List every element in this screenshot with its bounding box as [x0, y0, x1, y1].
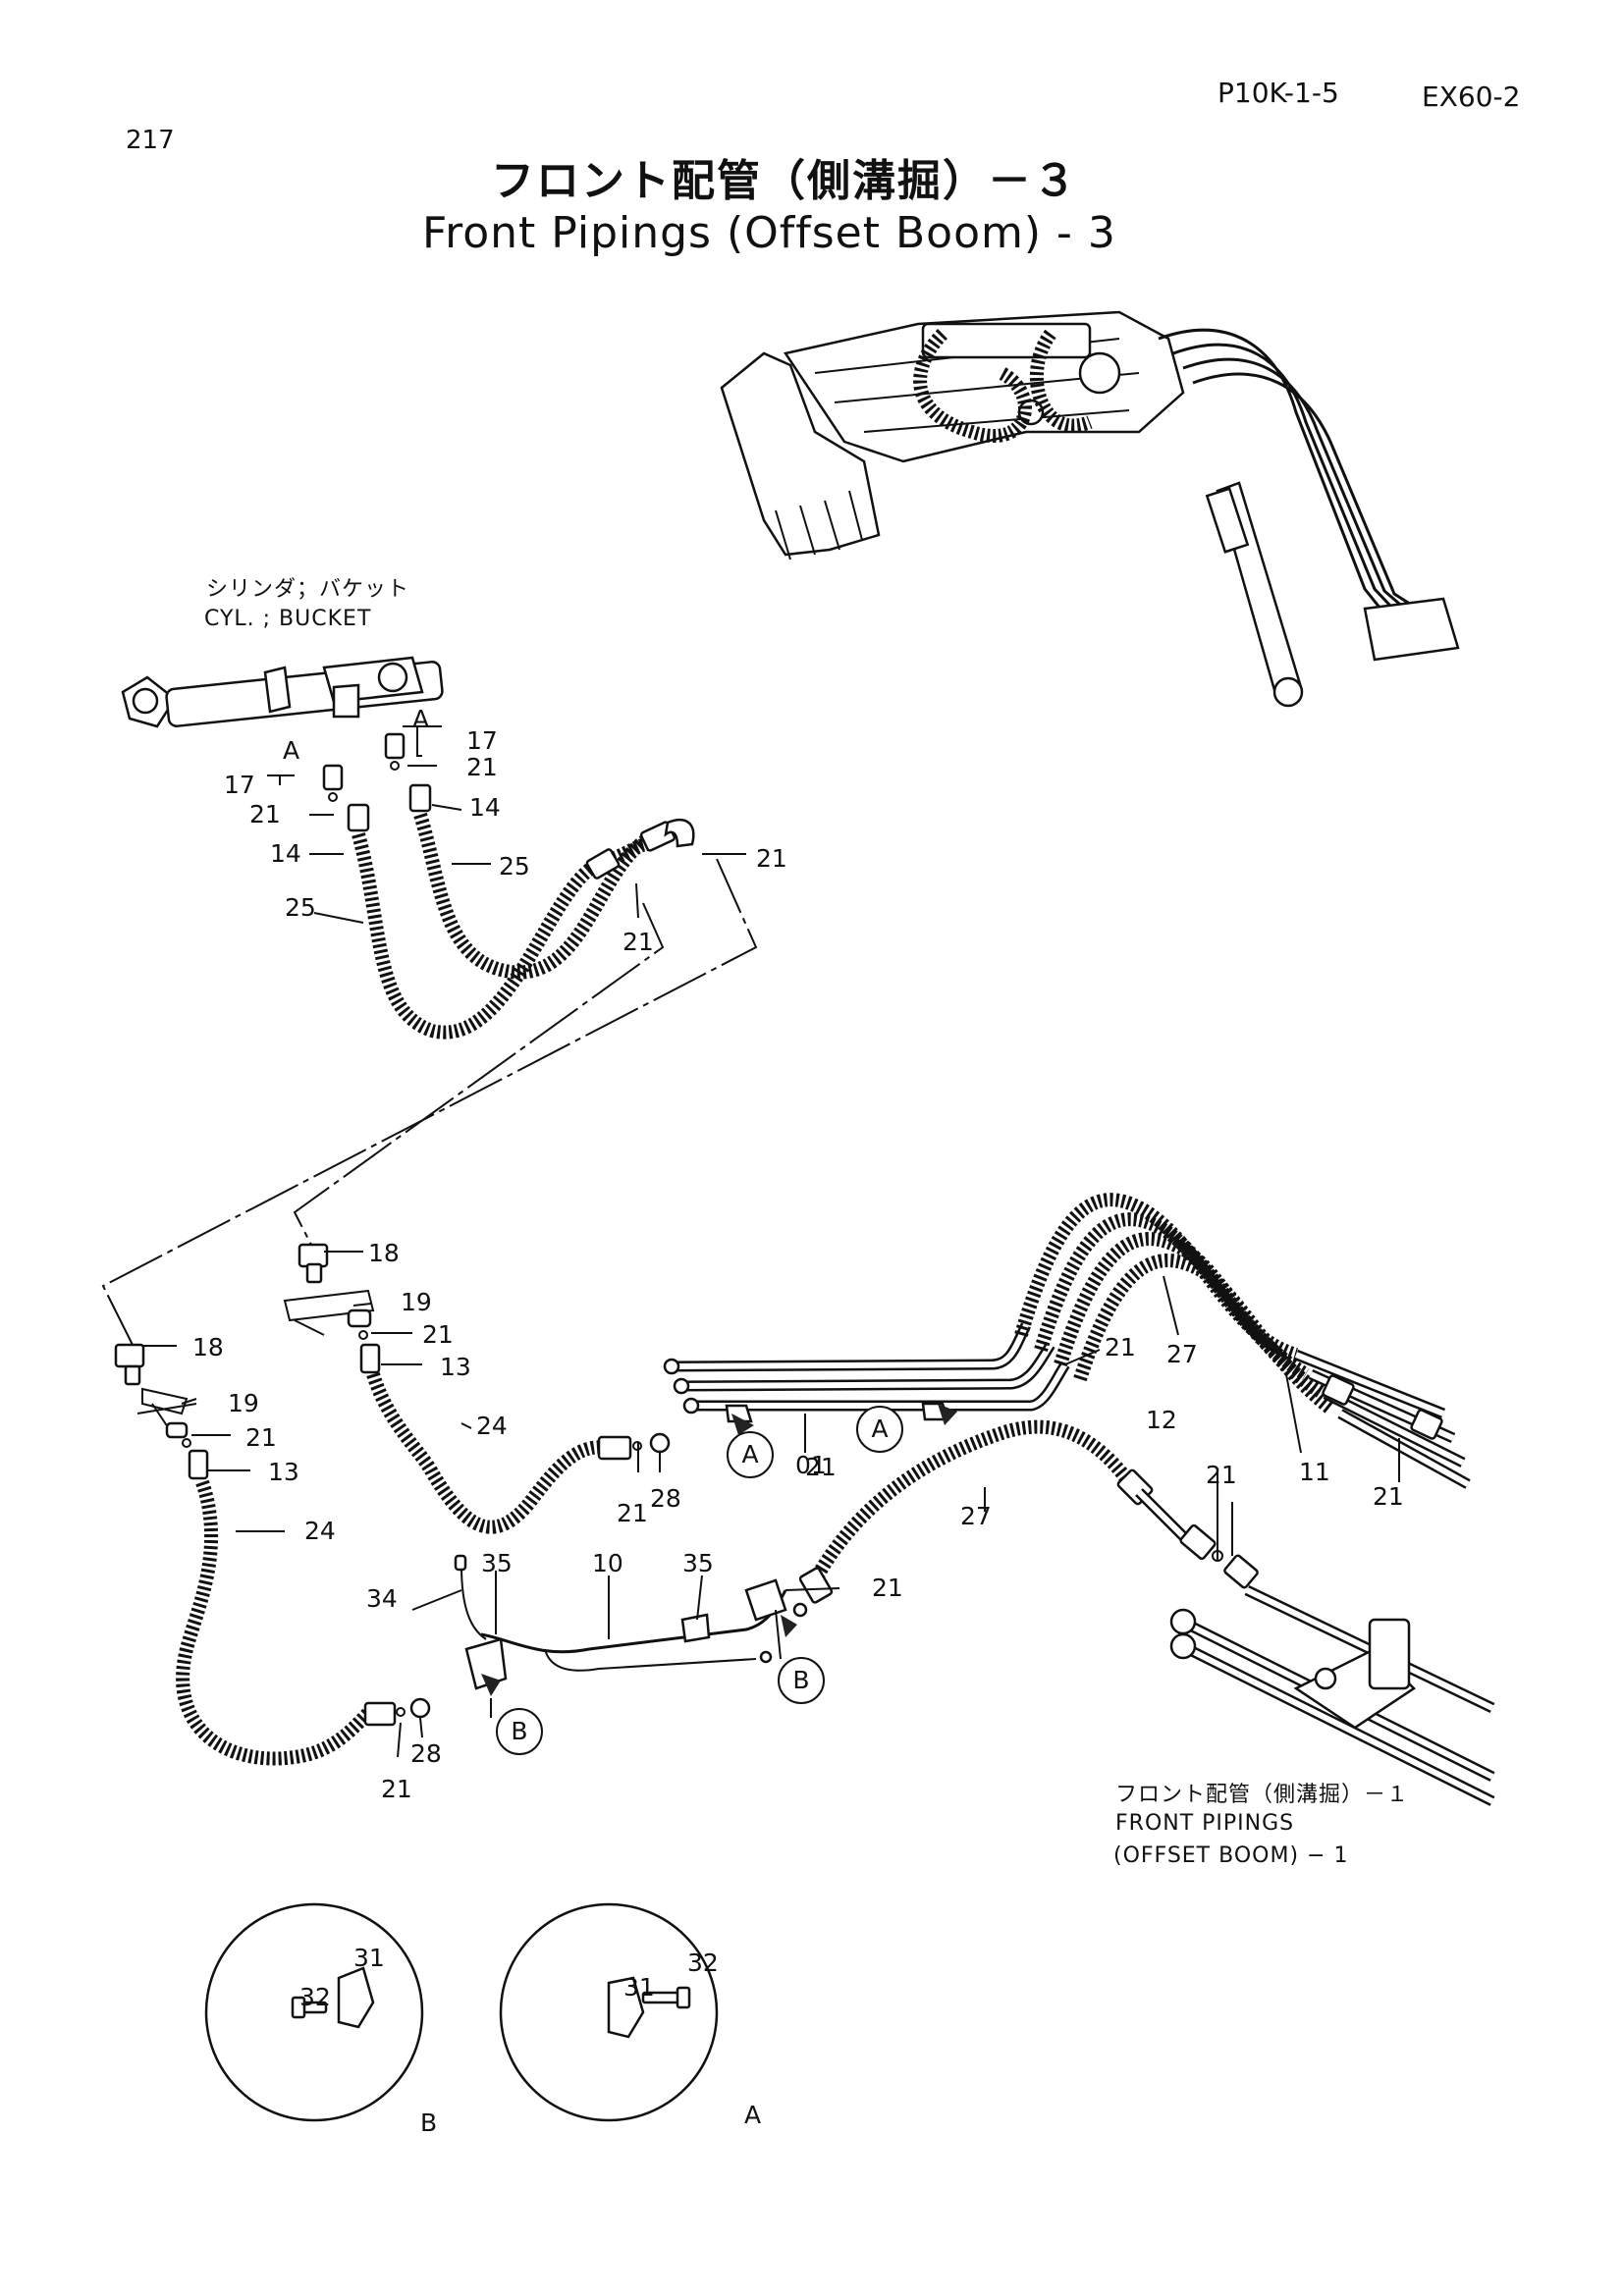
machine-model: EX60-2: [1422, 80, 1521, 113]
callout-21: 21: [1206, 1461, 1237, 1489]
section-markers: [481, 1404, 957, 1696]
callout-21: 21: [381, 1775, 412, 1803]
callout-12: 12: [1146, 1406, 1177, 1434]
document-code: P10K-1-5: [1217, 77, 1339, 109]
callout-28: 28: [650, 1484, 681, 1513]
routing-lines: [103, 859, 756, 1345]
callout-14: 14: [270, 839, 301, 868]
marker-A-left: A: [727, 1431, 774, 1478]
callout-35: 35: [682, 1549, 714, 1577]
callout-32: 32: [299, 1983, 331, 2011]
callout-21: 21: [872, 1574, 903, 1602]
detail-view-label-A: A: [744, 2101, 762, 2129]
callout-19: 19: [228, 1389, 259, 1417]
reference-caption-english-line2: (OFFSET BOOM) − 1: [1113, 1843, 1349, 1868]
lower-hose-assembly: [794, 1427, 1259, 1616]
reference-caption-japanese: フロント配管（側溝掘）－１: [1115, 1783, 1410, 1807]
callout-21: 21: [466, 753, 498, 781]
detail-view-A: [501, 1904, 717, 2120]
callout-27: 27: [960, 1502, 992, 1530]
bucket-cylinder: [123, 658, 443, 727]
callout-21: 21: [622, 928, 654, 956]
page-title-japanese: フロント配管（側溝掘）－３: [491, 156, 1078, 206]
marker-B-right: B: [778, 1657, 825, 1704]
detail-view-B: [206, 1904, 422, 2120]
callout-17: 17: [466, 726, 498, 755]
callout-21: 21: [805, 1453, 837, 1481]
callout-21: 21: [756, 844, 787, 873]
callout-21: 21: [617, 1499, 648, 1527]
callout-18: 18: [192, 1333, 224, 1362]
arm-hoses: [183, 1374, 669, 1759]
callout-24: 24: [476, 1412, 508, 1440]
page-number: 217: [126, 126, 175, 155]
callout-32: 32: [687, 1949, 719, 1977]
callout-27: 27: [1166, 1340, 1198, 1368]
pipe-clamp-reference: [1171, 1590, 1492, 1801]
page-title-english: Front Pipings (Offset Boom) - 3: [422, 208, 1116, 258]
callout-31: 31: [623, 1973, 655, 2002]
callout-21: 21: [1105, 1333, 1136, 1362]
callout-35: 35: [481, 1549, 513, 1577]
marker-B-left: B: [496, 1708, 543, 1755]
callout-14: 14: [469, 793, 501, 822]
callout-25: 25: [499, 852, 530, 881]
callout-28: 28: [410, 1739, 442, 1768]
callout-21: 21: [249, 800, 281, 828]
callout-21: 21: [245, 1423, 277, 1452]
callout-A: A: [412, 705, 430, 733]
callout-31: 31: [353, 1944, 385, 1972]
reference-caption-english-line1: FRONT PIPINGS: [1115, 1811, 1295, 1836]
callout-11: 11: [1299, 1458, 1330, 1486]
marker-A-right: A: [856, 1406, 903, 1453]
callout-19: 19: [401, 1288, 432, 1316]
callout-13: 13: [440, 1353, 471, 1381]
callout-24: 24: [304, 1517, 336, 1545]
callout-34: 34: [366, 1584, 398, 1613]
callout-18: 18: [368, 1239, 400, 1267]
bucket-cylinder-hoses: [358, 815, 693, 1033]
cylinder-caption-japanese: シリンダ；バケット: [206, 577, 410, 602]
left-adapters: [116, 1245, 379, 1478]
cylinder-caption-english: CYL. ; BUCKET: [204, 607, 372, 631]
callout-01: 01: [795, 1451, 827, 1479]
cylinder-fittings: [324, 734, 430, 830]
arm-pipes: [665, 1325, 1065, 1421]
callout-17: 17: [224, 771, 255, 799]
detail-view-label-B: B: [420, 2109, 438, 2137]
boom-hoses: [1021, 1200, 1468, 1484]
excavator-arm-overview: [722, 312, 1458, 706]
callout-A: A: [283, 736, 300, 765]
leader-lines: [142, 726, 1399, 1757]
callout-25: 25: [285, 893, 316, 922]
callout-13: 13: [268, 1458, 299, 1486]
callout-21: 21: [422, 1320, 454, 1349]
callout-21: 21: [1373, 1482, 1404, 1511]
callout-10: 10: [592, 1549, 623, 1577]
